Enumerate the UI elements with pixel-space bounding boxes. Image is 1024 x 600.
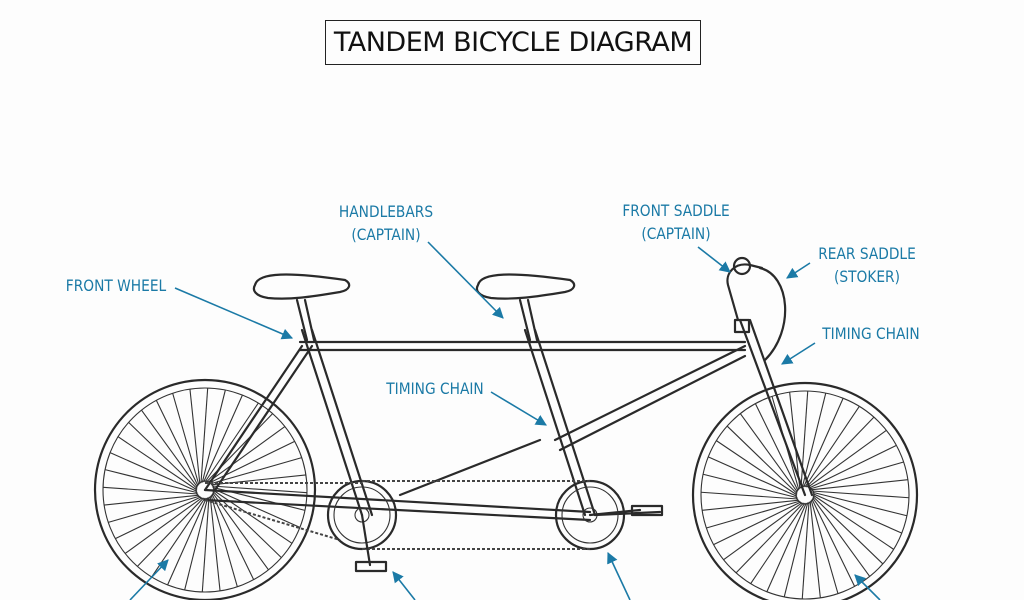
wheel-spoke [713, 501, 802, 546]
label-front-saddle-line2: (CAPTAIN) [641, 224, 711, 243]
label-handlebars-line2: (CAPTAIN) [351, 225, 421, 244]
wheel-spoke [812, 491, 908, 517]
wheel-spoke [801, 501, 810, 600]
timing-chain [204, 480, 590, 550]
label-front-saddle-line1: FRONT SADDLE [622, 201, 730, 220]
diagram-title: TANDEM BICYCLE DIAGRAM [325, 20, 701, 65]
wheel-spoke [189, 389, 201, 484]
wheel-spoke [702, 473, 798, 499]
wheel-spoke [203, 394, 243, 483]
wheel-spoke [801, 392, 827, 488]
front-wheel [691, 381, 919, 600]
wheel-spoke [783, 502, 809, 598]
wheel-spoke [209, 457, 302, 485]
label-timing-chain-center: TIMING CHAIN [386, 379, 484, 398]
wheel-spoke [803, 398, 844, 488]
wheel-spoke [811, 498, 856, 587]
wheel-spoke [706, 500, 801, 529]
wheel-spoke [115, 496, 202, 540]
wheel-spoke [210, 494, 238, 587]
pedals [354, 504, 664, 573]
wheel-spoke [804, 406, 860, 488]
handlebars [726, 256, 787, 362]
wheel-spoke [750, 502, 806, 584]
wheel-spoke [128, 422, 198, 490]
wheel-spoke [723, 502, 803, 561]
wheel-spoke [137, 497, 205, 567]
rear-wheel [93, 378, 317, 600]
label-rear-saddle-line2: (STOKER) [833, 267, 900, 286]
wheel-spoke [117, 436, 198, 491]
label-arrows [129, 241, 881, 600]
wheel-spoke [184, 497, 209, 591]
wheel-spoke [726, 425, 798, 495]
wheel-spoke [754, 403, 799, 492]
wheel-spoke [808, 444, 897, 489]
wheel-spoke [811, 490, 910, 499]
wheel-spoke [812, 497, 871, 577]
wheel-spoke [766, 502, 807, 592]
wheel-spoke [104, 494, 199, 506]
label-handlebars: HANDLEBARS (CAPTAIN) [331, 200, 441, 246]
wheel-spoke [800, 390, 809, 489]
wheel-spoke [708, 456, 798, 497]
wheel-spoke [812, 495, 884, 565]
wheel-spoke [204, 402, 259, 483]
wheel-spoke [807, 429, 887, 488]
wheel-spoke [172, 393, 200, 486]
wheel-spoke [812, 494, 894, 550]
wheel-spoke [735, 502, 805, 574]
wheel-spoke [700, 491, 799, 500]
wheel-spoke [209, 496, 221, 591]
wheel-spoke [810, 499, 839, 594]
wheel-spoke [108, 495, 201, 523]
wheel-spoke [155, 400, 199, 487]
wheel-spoke [124, 497, 203, 554]
wheel-spoke [212, 490, 282, 558]
wheel-spoke [809, 501, 821, 598]
rear-saddle [475, 273, 576, 342]
wheel-spoke [805, 416, 875, 488]
wheel-spoke [211, 493, 255, 580]
wheel-spoke [812, 493, 902, 534]
wheel-spoke [789, 392, 801, 489]
wheel-spoke [200, 387, 209, 484]
wheel-spoke [702, 499, 799, 511]
label-timing-chain-right: TIMING CHAIN [822, 324, 920, 343]
front-saddle [252, 273, 351, 342]
wheel-spoke [739, 413, 798, 493]
label-rear-saddle-line1: REAR SADDLE [818, 244, 916, 263]
wheel-spoke [102, 486, 199, 495]
wheel-spoke [208, 440, 295, 484]
wheel-spoke [207, 426, 286, 483]
label-front-saddle: FRONT SADDLE (CAPTAIN) [617, 199, 736, 245]
wheel-spoke [141, 409, 198, 488]
wheel-spoke [151, 497, 206, 578]
wheel-spoke [109, 452, 198, 492]
wheel-spoke [167, 497, 207, 586]
wheel-spoke [201, 496, 210, 593]
wheel-spoke [716, 440, 798, 496]
wheel-spoke [212, 489, 293, 544]
label-rear-saddle: REAR SADDLE (STOKER) [812, 242, 922, 288]
wheel-spoke [201, 389, 226, 483]
wheel-spoke [811, 479, 908, 491]
label-front-wheel: FRONT WHEEL [65, 276, 167, 295]
wheel-spoke [809, 461, 904, 490]
wheel-spoke [211, 485, 308, 494]
wheel-spoke [104, 469, 198, 494]
wheel-spoke [212, 488, 301, 528]
label-handlebars-line1: HANDLEBARS [338, 202, 434, 221]
